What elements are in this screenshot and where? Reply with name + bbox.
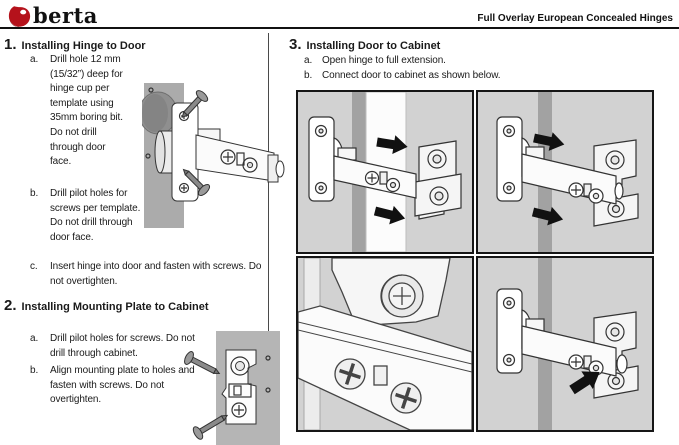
step-text: Drill pilot holes for screws. Do not dri… [50,333,195,359]
section-2-heading: 2. Installing Mounting Plate to Cabinet [4,297,209,314]
list-item: a. Open hinge to full extension. [304,54,584,69]
section-1-number: 1. [4,36,17,53]
screw-icon [184,351,221,375]
hinge-to-door-diagram [142,83,285,228]
screw-icon [192,414,229,440]
step-text: Connect door to cabinet as shown below. [322,70,501,81]
list-item: b. Drill pilot holes for screws per temp… [30,187,160,245]
step-text: Align mounting plate to holes and fasten… [50,365,195,406]
section-2-title: Installing Mounting Plate to Cabinet [21,301,209,313]
list-item: a. Drill pilot holes for screws. Do not … [30,332,200,361]
figure-hinge-attached [476,256,654,432]
step-text: Insert hinge into door and fasten with s… [50,261,262,287]
list-item: a. Drill hole 12 mm (15/32”) deep for hi… [30,53,155,170]
page-title: Full Overlay European Concealed Hinges [477,13,673,24]
list-item: b. Align mounting plate to holes and fas… [30,364,200,408]
brand-logo-icon [8,5,31,27]
section-3-title: Installing Door to Cabinet [306,40,441,52]
step-text: Open hinge to full extension. [322,55,446,66]
brand-logo: berta [8,3,98,28]
figure-hinge-approach [296,90,474,254]
arrow-right-icon [531,132,565,226]
mounting-plate-diagram [182,328,283,445]
list-item: c. Insert hinge into door and fasten wit… [30,260,265,289]
section-2-number: 2. [4,297,17,314]
section-1-heading: 1. Installing Hinge to Door [4,36,146,53]
figure-hinge-connect [476,90,654,254]
section-1-title: Installing Hinge to Door [21,40,146,52]
arrow-up-right-icon [569,371,600,395]
list-item: b. Connect door to cabinet as shown belo… [304,69,584,84]
step-text: Drill hole 12 mm (15/32”) deep for hinge… [50,54,123,168]
section-3-heading: 3. Installing Door to Cabinet [289,36,440,53]
arrow-right-icon [373,135,408,225]
figure-grid [296,90,654,432]
section-3-number: 3. [289,36,302,53]
header-rule [0,27,679,29]
step-text: Drill pilot holes for screws per templat… [50,188,141,243]
column-divider [268,33,269,445]
brand-name: berta [33,3,98,28]
figure-closeup [296,256,474,432]
screw-icon [181,90,209,119]
screw-icon [182,168,211,197]
